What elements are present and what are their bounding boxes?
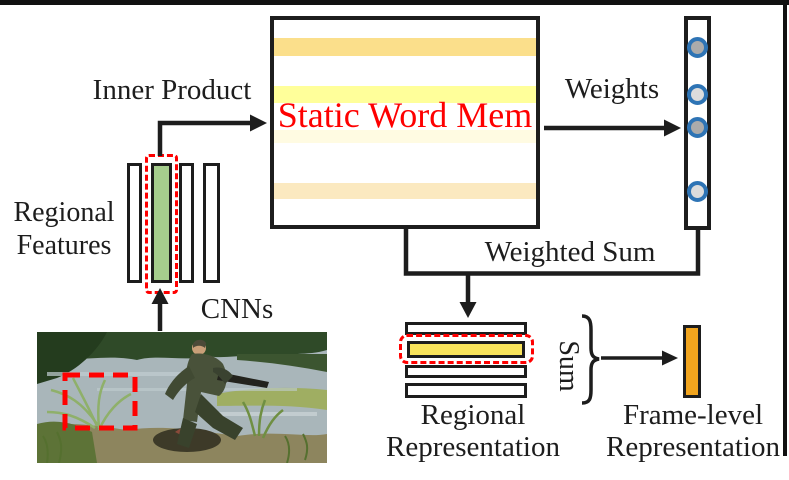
weight-node bbox=[687, 117, 708, 138]
regional-representation-bar-selected bbox=[407, 341, 525, 358]
sum-brace bbox=[581, 314, 600, 405]
figure-top-border bbox=[0, 0, 789, 5]
regional-feature-bar-selected bbox=[151, 163, 172, 283]
weight-node bbox=[687, 37, 708, 58]
sum-label: Sum bbox=[553, 340, 584, 392]
regional-feature-bar bbox=[203, 163, 220, 283]
weighted-sum-arrowhead bbox=[459, 302, 477, 318]
cnns-label: CNNs bbox=[200, 293, 274, 325]
frame-level-representation-label: Frame-level Representation bbox=[606, 399, 780, 463]
regional-representation-bar bbox=[405, 322, 527, 335]
memory-row-stripe bbox=[274, 38, 536, 56]
regional-feature-bar bbox=[179, 163, 194, 283]
sum-arrowhead bbox=[662, 350, 678, 366]
selected-representation-dashed-outline bbox=[399, 334, 534, 364]
figure-right-border bbox=[783, 0, 787, 456]
static-word-mem-title: Static Word Mem bbox=[277, 95, 533, 135]
inner-product-arrowhead bbox=[250, 114, 267, 132]
regional-representation-label: Regional Representation bbox=[386, 399, 560, 463]
static-word-mem-box: Static Word Mem bbox=[270, 16, 540, 229]
region-of-interest-box bbox=[62, 372, 138, 431]
memory-row-stripe bbox=[274, 130, 536, 143]
memory-row-stripe bbox=[274, 183, 536, 199]
weights-column bbox=[684, 16, 711, 230]
weights-arrowhead bbox=[664, 119, 681, 137]
frame-level-representation-bar bbox=[683, 325, 701, 398]
video-frame-image bbox=[37, 332, 327, 463]
weight-node bbox=[687, 181, 708, 202]
regional-features-label: Regional Features bbox=[13, 197, 115, 261]
soldier-figure bbox=[165, 339, 269, 448]
inner-product-label: Inner Product bbox=[92, 74, 252, 106]
weight-node bbox=[687, 84, 708, 105]
selected-feature-dashed-outline bbox=[145, 154, 178, 294]
regional-representation-bar bbox=[405, 383, 527, 398]
inner-product-arrow-line bbox=[157, 120, 250, 156]
weights-label: Weights bbox=[564, 73, 660, 105]
memory-row-stripe bbox=[274, 86, 536, 103]
weighted-sum-label: Weighted Sum bbox=[484, 236, 656, 268]
regional-feature-bar bbox=[127, 163, 142, 283]
regional-representation-bar bbox=[405, 365, 527, 378]
